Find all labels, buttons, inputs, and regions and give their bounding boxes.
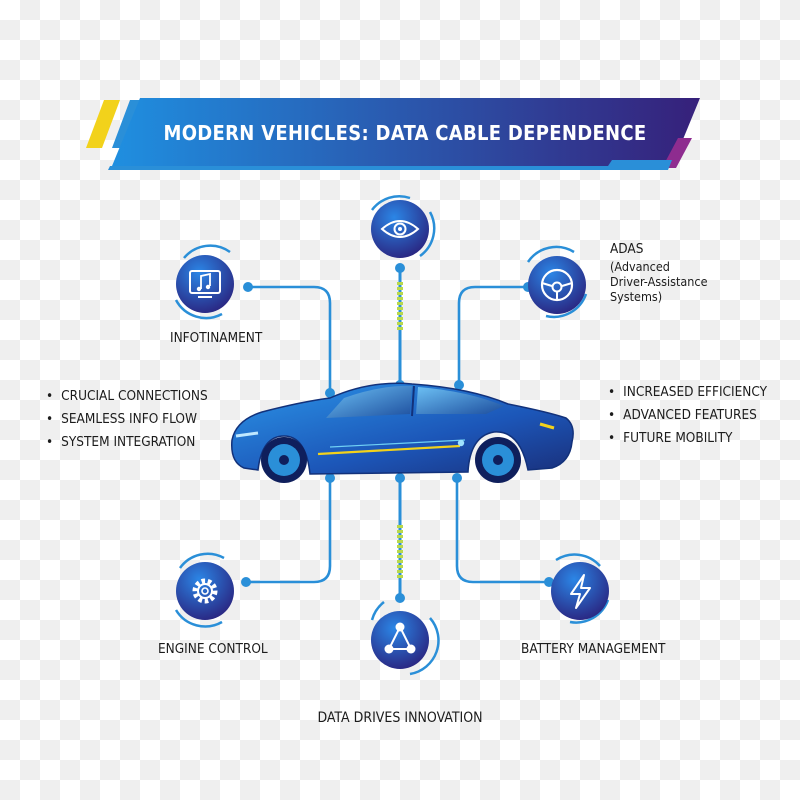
title-banner — [86, 98, 700, 170]
car-wheel-front — [261, 437, 307, 483]
music-monitor-icon — [174, 244, 234, 320]
engine-control-label: ENGINE CONTROL — [158, 641, 268, 657]
connector-adas — [457, 285, 528, 385]
bullet-item: CRUCIAL CONNECTIONS — [46, 385, 208, 408]
infotainment-label: INFOTINAMENT — [170, 330, 263, 346]
connector-engine — [246, 478, 332, 584]
network-nodes-icon — [370, 601, 440, 676]
adas-title: ADAS — [610, 241, 644, 257]
left-bullet-list: CRUCIAL CONNECTIONS SEAMLESS INFO FLOW S… — [46, 385, 208, 454]
bullet-item: SEAMLESS INFO FLOW — [46, 408, 208, 431]
connector-battery — [455, 478, 549, 584]
car-window-rear — [416, 387, 504, 414]
adas-detail-line: (Advanced — [610, 259, 670, 274]
connector-lines — [246, 285, 549, 584]
steering-wheel-icon — [526, 245, 588, 319]
battery-management-label: BATTERY MANAGEMENT — [521, 641, 666, 657]
banner-accent-yellow — [86, 100, 120, 148]
car-wheel-rear — [475, 437, 521, 483]
banner-underline — [108, 160, 672, 170]
adas-detail-line: Systems) — [610, 289, 663, 304]
gear-icon — [174, 552, 234, 628]
adas-detail-line: Driver-Assistance — [610, 274, 708, 289]
footer-tagline: DATA DRIVES INNOVATION — [317, 710, 483, 726]
eye-icon — [370, 195, 436, 258]
bullet-item: SYSTEM INTEGRATION — [46, 431, 208, 454]
bullet-item: INCREASED EFFICIENCY — [608, 381, 767, 404]
car-illustration — [231, 382, 574, 483]
bullet-item: FUTURE MOBILITY — [608, 427, 767, 450]
adas-label: ADAS (Advanced Driver-Assistance Systems… — [610, 241, 708, 305]
right-bullet-list: INCREASED EFFICIENCY ADVANCED FEATURES F… — [608, 381, 767, 450]
bullet-item: ADVANCED FEATURES — [608, 404, 767, 427]
page-title: MODERN VEHICLES: DATA CABLE DEPENDENCE — [163, 121, 647, 145]
banner-shape — [112, 98, 700, 166]
car-window-front — [326, 385, 412, 418]
lightning-bolt-icon — [551, 553, 610, 624]
connector-infotainment — [248, 285, 332, 390]
